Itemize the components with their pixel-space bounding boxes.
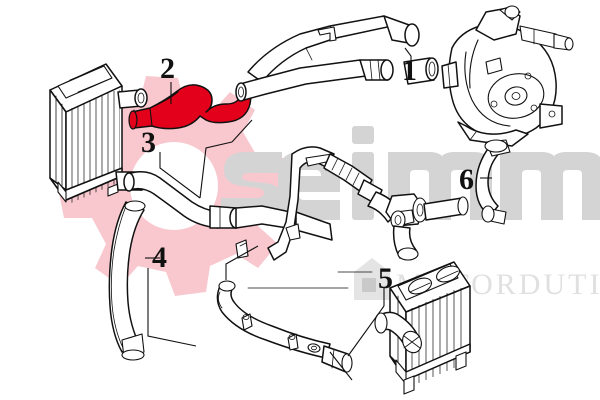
lower-coolant-hose: [108, 200, 146, 361]
metal-charge-pipe: [216, 280, 353, 373]
mid-charge-pipe: [235, 205, 333, 259]
callout-label-5: 5: [378, 262, 393, 295]
leader-4-bracket: [147, 268, 197, 347]
callout-label-3: 3: [141, 126, 156, 159]
callout-label-6: 6: [459, 163, 474, 196]
callout-label-4: 4: [152, 241, 167, 274]
leader-pipe-bracket: [225, 245, 259, 280]
leader-1: [404, 47, 412, 80]
turbocharger: [441, 5, 574, 147]
turbo-outlet-hose: [475, 139, 511, 225]
upper-charge-pipes: [235, 15, 439, 102]
callout-label-1: 1: [402, 54, 417, 87]
red-charge-air-hose: [128, 84, 253, 130]
leader-3-bracket2: [231, 119, 253, 143]
intercooler-right: [389, 261, 471, 395]
leader-pipe-bracket2: [329, 351, 353, 381]
callout-label-2: 2: [160, 52, 175, 85]
intercooler-outlet-elbow: [374, 311, 422, 354]
leader-3: [159, 152, 201, 199]
badge-watermark: [354, 258, 390, 300]
hose-junction: [267, 146, 469, 261]
leader-3-bracket: [199, 141, 233, 199]
callout-leaders: [145, 47, 492, 381]
leader-5-bracket: [347, 305, 385, 357]
